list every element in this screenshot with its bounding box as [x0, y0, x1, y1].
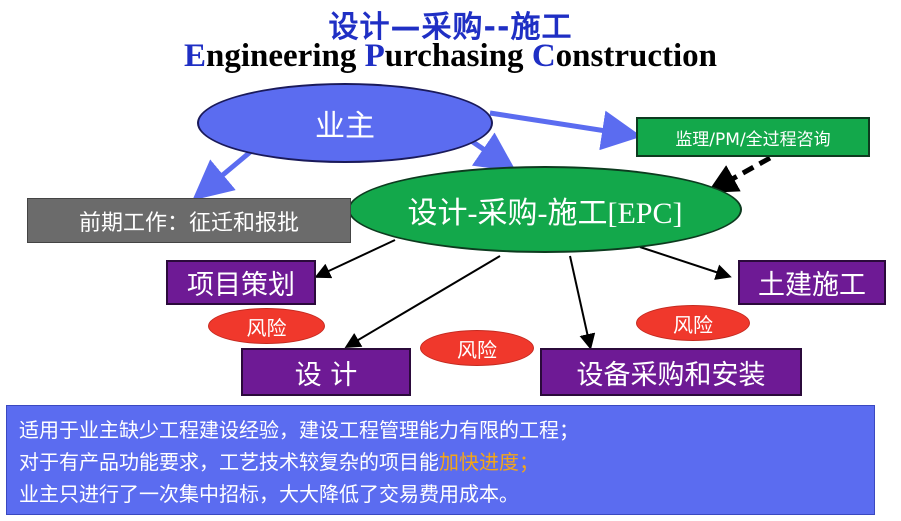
arrow-epc-to-design: [344, 255, 501, 349]
arrow-owner-to-epc: [468, 132, 517, 172]
description-panel: 适用于业主缺少工程建设经验，建设工程管理能力有限的工程； 对于有产品功能要求，工…: [6, 405, 875, 515]
preliminary-box: 前期工作：征迁和报批: [27, 198, 351, 243]
subtitle-cap-p: P: [364, 38, 385, 74]
risk-badge-civil: 风险: [636, 305, 750, 341]
design-label: 设 计: [294, 359, 358, 391]
description-line-1: 适用于业主缺少工程建设经验，建设工程管理能力有限的工程；: [19, 418, 579, 442]
subtitle-word-engineering: ngineering: [206, 38, 365, 74]
civil-label: 土建施工: [758, 270, 866, 301]
risk-badge-planning: 风险: [208, 308, 325, 344]
description-line-2: 对于有产品功能要求，工艺技术较复杂的项目能加快进度；: [19, 446, 862, 478]
page-title: 设计—采购--施工: [328, 10, 573, 45]
risk-label: 风险: [246, 315, 287, 340]
arrow-supervision-to-epc: [707, 155, 772, 193]
preliminary-label: 前期工作：征迁和报批: [78, 210, 299, 236]
arrow-epc-to-civil: [639, 246, 732, 280]
planning-box: 项目策划: [166, 260, 316, 305]
owner-node: 业主: [197, 83, 493, 163]
epc-node: 设计-采购-施工[EPC]: [348, 166, 742, 253]
supervision-box: 监理/PM/全过程咨询: [636, 117, 870, 157]
equipment-label: 设备采购和安装: [576, 359, 766, 391]
arrow-owner-to-supervision: [489, 110, 642, 151]
description-highlight: 加快进度；: [439, 450, 539, 474]
risk-badge-design: 风险: [420, 330, 534, 366]
description-line-3: 业主只进行了一次集中招标，大大降低了交易费用成本。: [19, 482, 519, 506]
planning-label: 项目策划: [187, 270, 295, 301]
subtitle-cap-c: C: [531, 38, 556, 74]
arrow-owner-to-preliminary: [192, 146, 257, 201]
design-box: 设 计: [241, 348, 411, 396]
risk-label: 风险: [673, 312, 713, 337]
page-subtitle: Engineering Purchasing Construction: [0, 38, 901, 75]
equipment-box: 设备采购和安装: [540, 348, 802, 396]
arrow-epc-to-planning: [314, 239, 396, 279]
risk-label: 风险: [457, 337, 497, 362]
subtitle-cap-e: E: [184, 38, 207, 74]
owner-label: 业主: [315, 109, 375, 144]
description-line-2-text: 对于有产品功能要求，工艺技术较复杂的项目能: [19, 450, 439, 474]
arrow-epc-to-equipment: [569, 255, 596, 350]
subtitle-word-construction: onstruction: [555, 38, 717, 74]
subtitle-word-purchasing: urchasing: [384, 38, 532, 74]
supervision-label: 监理/PM/全过程咨询: [675, 129, 831, 150]
civil-box: 土建施工: [738, 260, 886, 305]
epc-label: 设计-采购-施工[EPC]: [407, 196, 683, 230]
